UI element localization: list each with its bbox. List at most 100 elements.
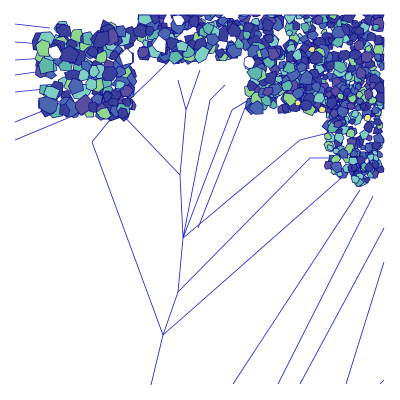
voronoi-cell xyxy=(262,86,274,97)
ridge-edge xyxy=(345,261,385,385)
voronoi-cell xyxy=(267,14,276,18)
voronoi-cell xyxy=(372,154,380,162)
voronoi-cell xyxy=(324,132,332,141)
voronoi-cell xyxy=(330,35,344,48)
voronoi-cell xyxy=(95,107,112,120)
voronoi-cell xyxy=(349,32,359,43)
voronoi-cell xyxy=(326,96,338,111)
voronoi-cell xyxy=(355,103,361,112)
voronoi-cell xyxy=(55,23,72,38)
voronoi-cell xyxy=(92,30,110,49)
voronoi-cell xyxy=(88,101,98,113)
voronoi-cell xyxy=(44,70,58,80)
ridge-edge xyxy=(117,109,181,176)
voronoi-cell xyxy=(371,105,380,115)
voronoi-cell xyxy=(353,25,365,36)
ridge-edge xyxy=(177,237,184,293)
voronoi-cell xyxy=(360,144,366,151)
voronoi-cell xyxy=(262,17,275,32)
voronoi-cell xyxy=(313,14,324,26)
voronoi-cell xyxy=(299,99,313,112)
ridge-edge xyxy=(197,107,246,229)
voronoi-cell xyxy=(121,97,132,107)
voronoi-cell xyxy=(354,40,364,51)
ridge-edge xyxy=(177,157,311,293)
voronoi-cell xyxy=(361,51,374,63)
voronoi-cell xyxy=(295,61,308,73)
ridge-edge xyxy=(14,23,51,29)
voronoi-cell xyxy=(248,100,264,115)
voronoi-cell xyxy=(373,118,383,126)
voronoi-cell xyxy=(298,69,314,85)
voronoi-cell xyxy=(168,50,184,65)
voronoi-cell xyxy=(43,85,61,100)
voronoi-cell xyxy=(350,109,359,119)
voronoi-cell xyxy=(281,80,293,92)
ridge-edge xyxy=(179,109,187,176)
voronoi-cell xyxy=(194,45,210,64)
voronoi-cell xyxy=(330,161,342,174)
voronoi-cell xyxy=(102,90,114,103)
voronoi-cell xyxy=(346,39,354,46)
voronoi-cell xyxy=(144,25,155,37)
voronoi-cell xyxy=(266,47,281,62)
voronoi-cell xyxy=(354,82,362,91)
ridge-edge xyxy=(182,139,301,239)
voronoi-cell xyxy=(366,31,376,41)
dense-cell-clusters xyxy=(31,14,385,188)
voronoi-cell xyxy=(285,29,294,37)
voronoi-cell xyxy=(372,23,380,32)
voronoi-cell xyxy=(132,24,148,39)
voronoi-cell xyxy=(158,14,167,20)
voronoi-cell xyxy=(137,14,153,26)
voronoi-cell xyxy=(117,107,129,119)
voronoi-cell xyxy=(326,144,335,152)
voronoi-cell xyxy=(364,142,374,154)
voronoi-cell xyxy=(205,33,221,47)
voronoi-cell xyxy=(359,129,370,140)
voronoi-cell xyxy=(89,64,100,79)
voronoi-cell xyxy=(343,87,351,95)
voronoi-cell xyxy=(345,128,356,138)
voronoi-cell xyxy=(341,14,357,24)
voronoi-cell xyxy=(373,81,385,94)
voronoi-cell xyxy=(345,71,353,82)
sparse-ridge-edges xyxy=(14,23,385,386)
voronoi-cell xyxy=(350,175,360,184)
voronoi-cell xyxy=(214,49,226,59)
voronoi-cell xyxy=(322,73,329,81)
voronoi-cell xyxy=(359,103,367,110)
ridge-edge xyxy=(185,69,201,111)
voronoi-cell xyxy=(101,66,119,82)
voronoi-cell xyxy=(246,66,263,81)
voronoi-cell xyxy=(311,81,321,93)
ridge-edge xyxy=(162,291,179,336)
voronoi-cell xyxy=(308,50,323,65)
ridge-edge xyxy=(14,114,76,141)
voronoi-cell xyxy=(363,114,372,123)
voronoi-cell xyxy=(363,87,374,100)
voronoi-cell xyxy=(355,90,364,100)
voronoi-cell xyxy=(307,14,321,19)
voronoi-cell xyxy=(307,46,316,53)
voronoi-cell xyxy=(85,45,99,58)
voronoi-cell xyxy=(226,22,242,37)
voronoi-cell xyxy=(363,121,373,134)
voronoi-cell xyxy=(346,102,356,111)
ridge-edge xyxy=(299,227,385,385)
voronoi-cell xyxy=(371,141,381,150)
voronoi-cell xyxy=(85,77,97,92)
voronoi-cell xyxy=(337,148,349,159)
voronoi-cell xyxy=(246,79,259,91)
voronoi-cell xyxy=(333,132,345,145)
voronoi-cell xyxy=(81,60,93,73)
ridge-edge xyxy=(379,379,385,385)
voronoi-cell xyxy=(355,66,367,79)
ridge-edge xyxy=(232,189,361,385)
voronoi-cell xyxy=(375,92,385,104)
ridge-edge xyxy=(277,195,374,385)
voronoi-cell xyxy=(95,49,108,64)
voronoi-cell xyxy=(364,162,374,172)
voronoi-cell xyxy=(48,44,63,60)
